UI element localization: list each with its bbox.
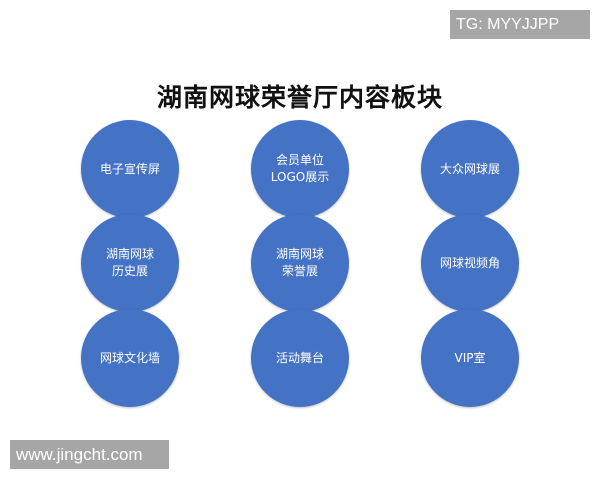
- diagram-title: 湖南网球荣誉厅内容板块: [156, 83, 443, 112]
- node-label: 网球视频角: [439, 255, 500, 270]
- circle-node-stage: 活动舞台: [251, 309, 349, 407]
- circle-node-honors: 湖南网球 荣誉展: [251, 214, 349, 312]
- node-label: 湖南网球 历史展: [105, 247, 154, 278]
- node-label: 活动舞台: [275, 350, 324, 365]
- circle-node-vip-room: VIP室: [421, 309, 519, 407]
- circle-node-electronic-screen: 电子宣传屏: [81, 120, 179, 218]
- node-label: 网球文化墙: [99, 350, 160, 365]
- node-label: 电子宣传屏: [99, 161, 160, 176]
- node-label: VIP室: [454, 350, 486, 365]
- circle-node-public-tennis: 大众网球展: [421, 120, 519, 218]
- node-label: 会员单位 LOGO展示: [270, 153, 330, 184]
- node-label: 湖南网球 荣誉展: [275, 247, 324, 278]
- node-label: 大众网球展: [439, 161, 500, 176]
- tag-label: TG: MYYJJPP: [450, 10, 590, 39]
- circle-node-history: 湖南网球 历史展: [81, 214, 179, 312]
- watermark-url: www.jingcht.com: [10, 440, 169, 469]
- circle-node-video-corner: 网球视频角: [421, 214, 519, 312]
- circle-node-member-logo: 会员单位 LOGO展示: [251, 120, 349, 218]
- circle-node-culture-wall: 网球文化墙: [81, 309, 179, 407]
